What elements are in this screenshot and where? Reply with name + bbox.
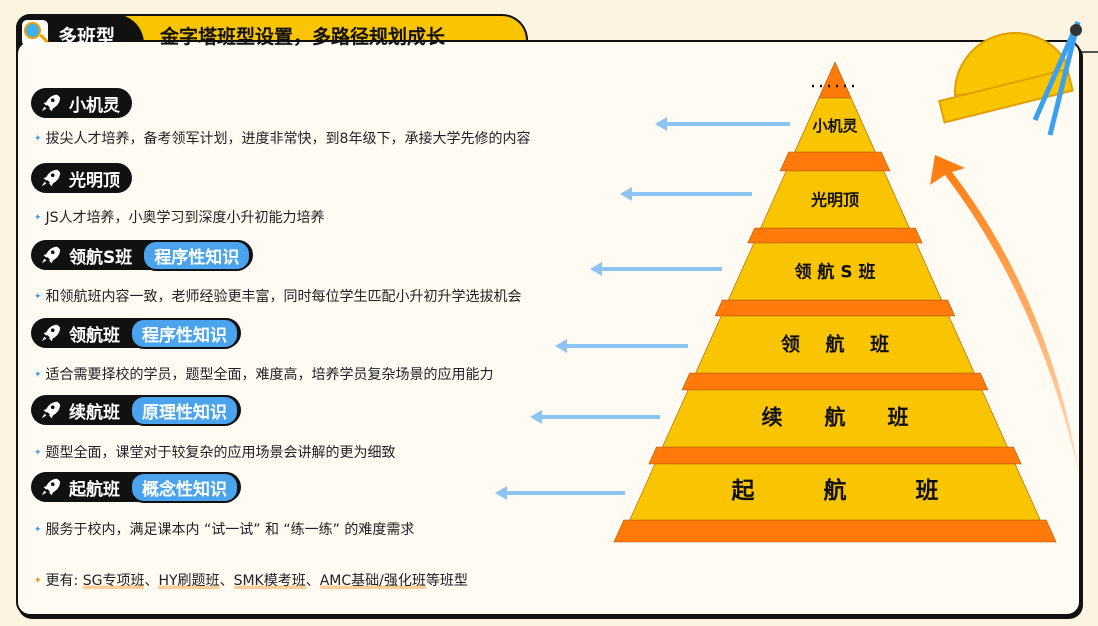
- class-name: 光明顶: [69, 170, 120, 191]
- more-classes: 更有: SG专项班、HY刷题班、SMK模考班、AMC基础/强化班等班型: [34, 570, 468, 590]
- arrow-left-icon: [620, 187, 752, 201]
- pyramid-level: [760, 170, 910, 229]
- knowledge-tag: 程序性知识: [142, 239, 252, 271]
- pyramid-level: [695, 315, 975, 374]
- class-name: 领航S班: [69, 247, 133, 268]
- class-description: 题型全面，课堂对于较复杂的应用场景会讲解的更为细致: [34, 442, 396, 462]
- pyramid-level-label: 领 航 S 班: [795, 262, 876, 283]
- class-name-pill: 小机灵: [31, 88, 132, 118]
- ruler-protractor-icon: [938, 20, 1082, 136]
- rocket-icon: [41, 246, 61, 264]
- pyramid-level-label: 光明顶: [810, 191, 859, 210]
- pyramid-separator: [714, 299, 956, 317]
- pyramid-level: [662, 389, 1008, 448]
- rocket-icon: [41, 478, 61, 496]
- pyramid-separator: [747, 227, 923, 244]
- knowledge-tag: 程序性知识: [130, 317, 239, 349]
- class-description: 服务于校内，满足课本内 “试一试” 和 “练一练” 的难度需求: [34, 519, 415, 539]
- magnifier-icon: [22, 20, 49, 46]
- header-title: 金字塔班型设置，多路径规划成长: [160, 26, 446, 48]
- rocket-icon: [41, 94, 61, 112]
- pyramid-level-label: 小机灵: [812, 117, 858, 135]
- arrow-left-icon: [555, 339, 688, 353]
- pyramid-level: [727, 242, 943, 301]
- class-name: 小机灵: [69, 95, 120, 116]
- class-name: 领航班: [69, 325, 120, 346]
- pyramid-level: [629, 463, 1041, 521]
- class-description: JS人才培养，小奥学习到深度小升初能力培养: [34, 207, 325, 227]
- rocket-icon: [41, 169, 61, 187]
- pyramid-level-label: 起 航 班: [732, 477, 939, 504]
- class-name-pill: 光明顶: [31, 163, 132, 193]
- pyramid-apex: [818, 61, 852, 99]
- class-name-pill: 起航班概念性知识: [31, 471, 241, 503]
- pyramid-level-label: 续 航 班: [762, 406, 909, 430]
- arrow-left-icon: [655, 117, 790, 131]
- class-description: 适合需要择校的学员，题型全面，难度高，培养学员复杂场景的应用能力: [34, 364, 494, 384]
- pyramid-separator: [613, 519, 1057, 543]
- pyramid-level-label: 领 航 班: [781, 333, 889, 356]
- class-name-pill: 续航班原理性知识: [31, 394, 241, 426]
- class-name-pill: 领航班程序性知识: [31, 317, 241, 349]
- rocket-icon: [41, 324, 61, 342]
- knowledge-tag: 概念性知识: [130, 471, 239, 503]
- pyramid-separator: [779, 151, 891, 172]
- class-name: 续航班: [69, 402, 120, 423]
- header-tab-label: 多班型: [58, 26, 116, 48]
- arrow-left-icon: [590, 262, 722, 276]
- arrow-left-icon: [530, 410, 660, 424]
- knowledge-tag: 原理性知识: [130, 394, 239, 426]
- class-description: 拔尖人才培养，备考领军计划，进度非常快，到8年级下，承接大学先修的内容: [34, 128, 531, 148]
- class-name: 起航班: [69, 479, 120, 500]
- class-description: 和领航班内容一致，老师经验更丰富，同时每位学生匹配小升初升学选拔机会: [34, 286, 522, 306]
- pyramid-level: [794, 97, 876, 153]
- pyramid-separator: [648, 446, 1022, 465]
- pyramid-separator: [681, 372, 989, 391]
- rocket-icon: [41, 401, 61, 419]
- arrow-left-icon: [495, 486, 625, 500]
- class-name-pill: 领航S班程序性知识: [31, 239, 254, 271]
